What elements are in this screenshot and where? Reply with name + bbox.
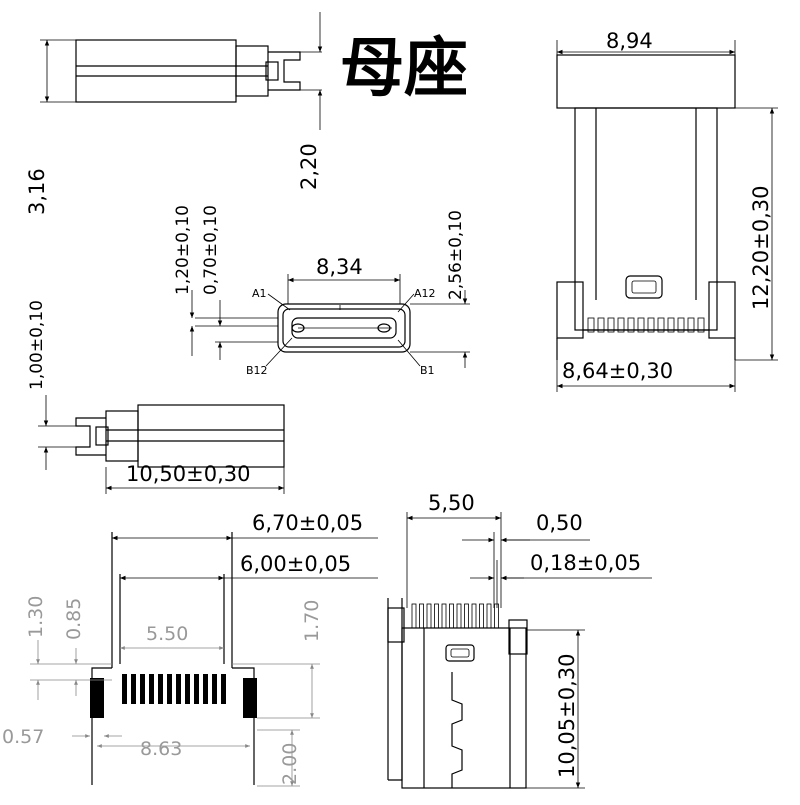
dim-2-00: 2.00: [279, 743, 301, 785]
top-pin: [657, 317, 665, 333]
bottom-pin: [434, 603, 439, 629]
top-pin: [587, 317, 595, 333]
drawing-title: 母座: [340, 32, 468, 106]
side-view-middle: 1,00±0,10 10,50±0,30: [27, 300, 285, 494]
footprint-pad: [122, 674, 127, 704]
bottom-pin: [464, 603, 469, 629]
dim-1-00: 1,00±0,10: [27, 300, 47, 390]
dim-1-20: 1,20±0,10: [173, 205, 193, 295]
bottom-pin: [426, 603, 432, 629]
dim-0-18: 0,18±0,05: [530, 551, 641, 575]
dim-2-20: 2,20: [297, 143, 321, 190]
bottom-pin: [479, 603, 484, 629]
footprint-pad: [131, 674, 136, 704]
dim-3-16: 3,16: [25, 168, 49, 215]
bottom-pin: [441, 603, 447, 629]
footprint-pad: [176, 674, 181, 704]
pin-label-b1: B1: [420, 364, 435, 377]
footprint-pad: [221, 674, 226, 704]
top-pin: [697, 317, 705, 333]
footprint-pad: [140, 674, 145, 704]
top-pin: [637, 317, 645, 333]
dim-8-64: 8,64±0,30: [562, 359, 673, 383]
dim-8-34: 8,34: [316, 255, 363, 279]
dim-6-00: 6,00±0,05: [240, 552, 351, 576]
dim-10-50: 10,50±0,30: [126, 462, 250, 486]
dim-1-70: 1.70: [301, 600, 323, 642]
dim-0-50: 0,50: [536, 511, 583, 535]
footprint-pad: [185, 674, 190, 704]
side-view-top: 2,20 3,16: [25, 12, 323, 215]
top-pin: [627, 317, 635, 333]
dim-5-50-footprint: 5.50: [146, 623, 188, 645]
pin-row-top: [587, 317, 705, 333]
pad-row: [122, 674, 226, 704]
bottom-pin: [456, 603, 462, 629]
footprint-pad: [149, 674, 154, 704]
footprint-pad: [203, 674, 208, 704]
footprint-pad: [167, 674, 172, 704]
bottom-pin: [486, 603, 492, 629]
front-view-top: 8,94 12,20±0,30 8,64±0,30: [556, 29, 778, 392]
bottom-pin: [411, 603, 417, 629]
dim-12-20: 12,20±0,30: [749, 186, 773, 310]
footprint-pad: [158, 674, 163, 704]
footprint-pad: [212, 674, 217, 704]
top-pin: [677, 317, 685, 333]
pcb-footprint: 6,70±0,05 6,00±0,05 1.30 0.85 5.50 1.70 …: [2, 511, 378, 787]
pin-label-a1: A1: [252, 287, 267, 300]
bottom-pin: [494, 603, 499, 629]
bottom-pin: [419, 603, 424, 629]
top-pin: [647, 317, 655, 333]
dim-0-85: 0.85: [63, 598, 85, 640]
top-pin: [687, 317, 695, 333]
dim-10-05: 10,05±0,30: [555, 654, 579, 778]
pin-label-b12: B12: [246, 364, 268, 377]
pin-row-bottom: [411, 603, 499, 629]
dim-5-50: 5,50: [428, 491, 475, 515]
top-pin: [597, 317, 605, 333]
dim-2-56: 2,56±0,10: [446, 210, 466, 300]
dim-0-70: 0,70±0,10: [201, 205, 221, 295]
dim-8-94: 8,94: [606, 29, 653, 53]
top-pin: [667, 317, 675, 333]
bottom-pin: [449, 603, 454, 629]
dim-8-63: 8.63: [140, 738, 182, 760]
bottom-view: 5,50 0,50 0,18±0,05 10,05±0,30: [387, 491, 652, 789]
dim-6-70: 6,70±0,05: [252, 511, 363, 535]
receptacle-end-view: 8,34 A1 A12 B12 B1 1,20±0,10 0,70±0,10 2…: [173, 205, 470, 377]
dim-1-30: 1.30: [25, 596, 47, 638]
dim-0-57: 0.57: [2, 726, 44, 748]
top-pin: [617, 317, 625, 333]
pin-label-a12: A12: [414, 287, 436, 300]
bottom-pin: [471, 603, 477, 629]
footprint-pad: [194, 674, 199, 704]
top-pin: [607, 317, 615, 333]
